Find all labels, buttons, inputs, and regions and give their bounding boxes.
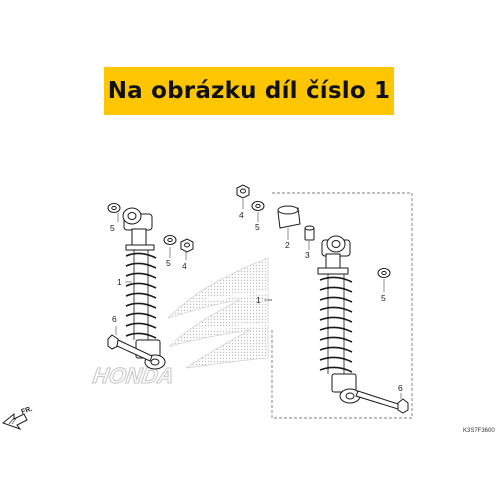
front-direction-arrow-icon bbox=[1, 412, 28, 431]
left-spring bbox=[125, 252, 157, 339]
callout-left-washer: 5 bbox=[110, 223, 115, 233]
banner-text: Na obrázku díl číslo 1 bbox=[107, 78, 391, 104]
top-washer-icon bbox=[251, 201, 265, 211]
leader-lines bbox=[115, 199, 402, 399]
callout-bushing: 2 bbox=[285, 240, 290, 250]
left-washer-icon bbox=[107, 203, 121, 213]
callout-left-shock: 1 bbox=[117, 277, 122, 287]
right-shock-absorber bbox=[317, 235, 361, 404]
part-number-banner: Na obrázku díl číslo 1 bbox=[104, 67, 394, 115]
bushing-icon bbox=[277, 205, 301, 229]
callout-collar: 3 bbox=[305, 250, 310, 260]
callout-right-shock: 1 bbox=[256, 295, 261, 305]
callout-mid-nut: 4 bbox=[182, 261, 187, 271]
front-direction-label: FR. bbox=[20, 406, 33, 416]
diagram-code: K3S7F3600 bbox=[463, 428, 495, 434]
collar-icon bbox=[304, 225, 315, 241]
small-parts bbox=[107, 184, 391, 278]
right-assembly-box bbox=[271, 192, 413, 419]
callout-mid-washer: 5 bbox=[166, 258, 171, 268]
right-spring bbox=[319, 276, 353, 373]
callout-right-washer: 5 bbox=[381, 293, 386, 303]
callout-top-washer: 5 bbox=[255, 222, 260, 232]
mid-nut-icon bbox=[180, 238, 194, 253]
callout-right-bolt: 6 bbox=[398, 383, 403, 393]
top-nut-icon bbox=[236, 184, 250, 199]
mid-washer-icon bbox=[163, 235, 177, 245]
right-bolt-icon bbox=[355, 390, 409, 414]
callout-left-bolt: 6 bbox=[112, 314, 117, 324]
left-bolt-icon bbox=[107, 334, 153, 362]
right-washer-icon bbox=[377, 268, 391, 278]
honda-wing-logo-icon bbox=[167, 257, 269, 369]
callout-top-nut: 4 bbox=[239, 210, 244, 220]
